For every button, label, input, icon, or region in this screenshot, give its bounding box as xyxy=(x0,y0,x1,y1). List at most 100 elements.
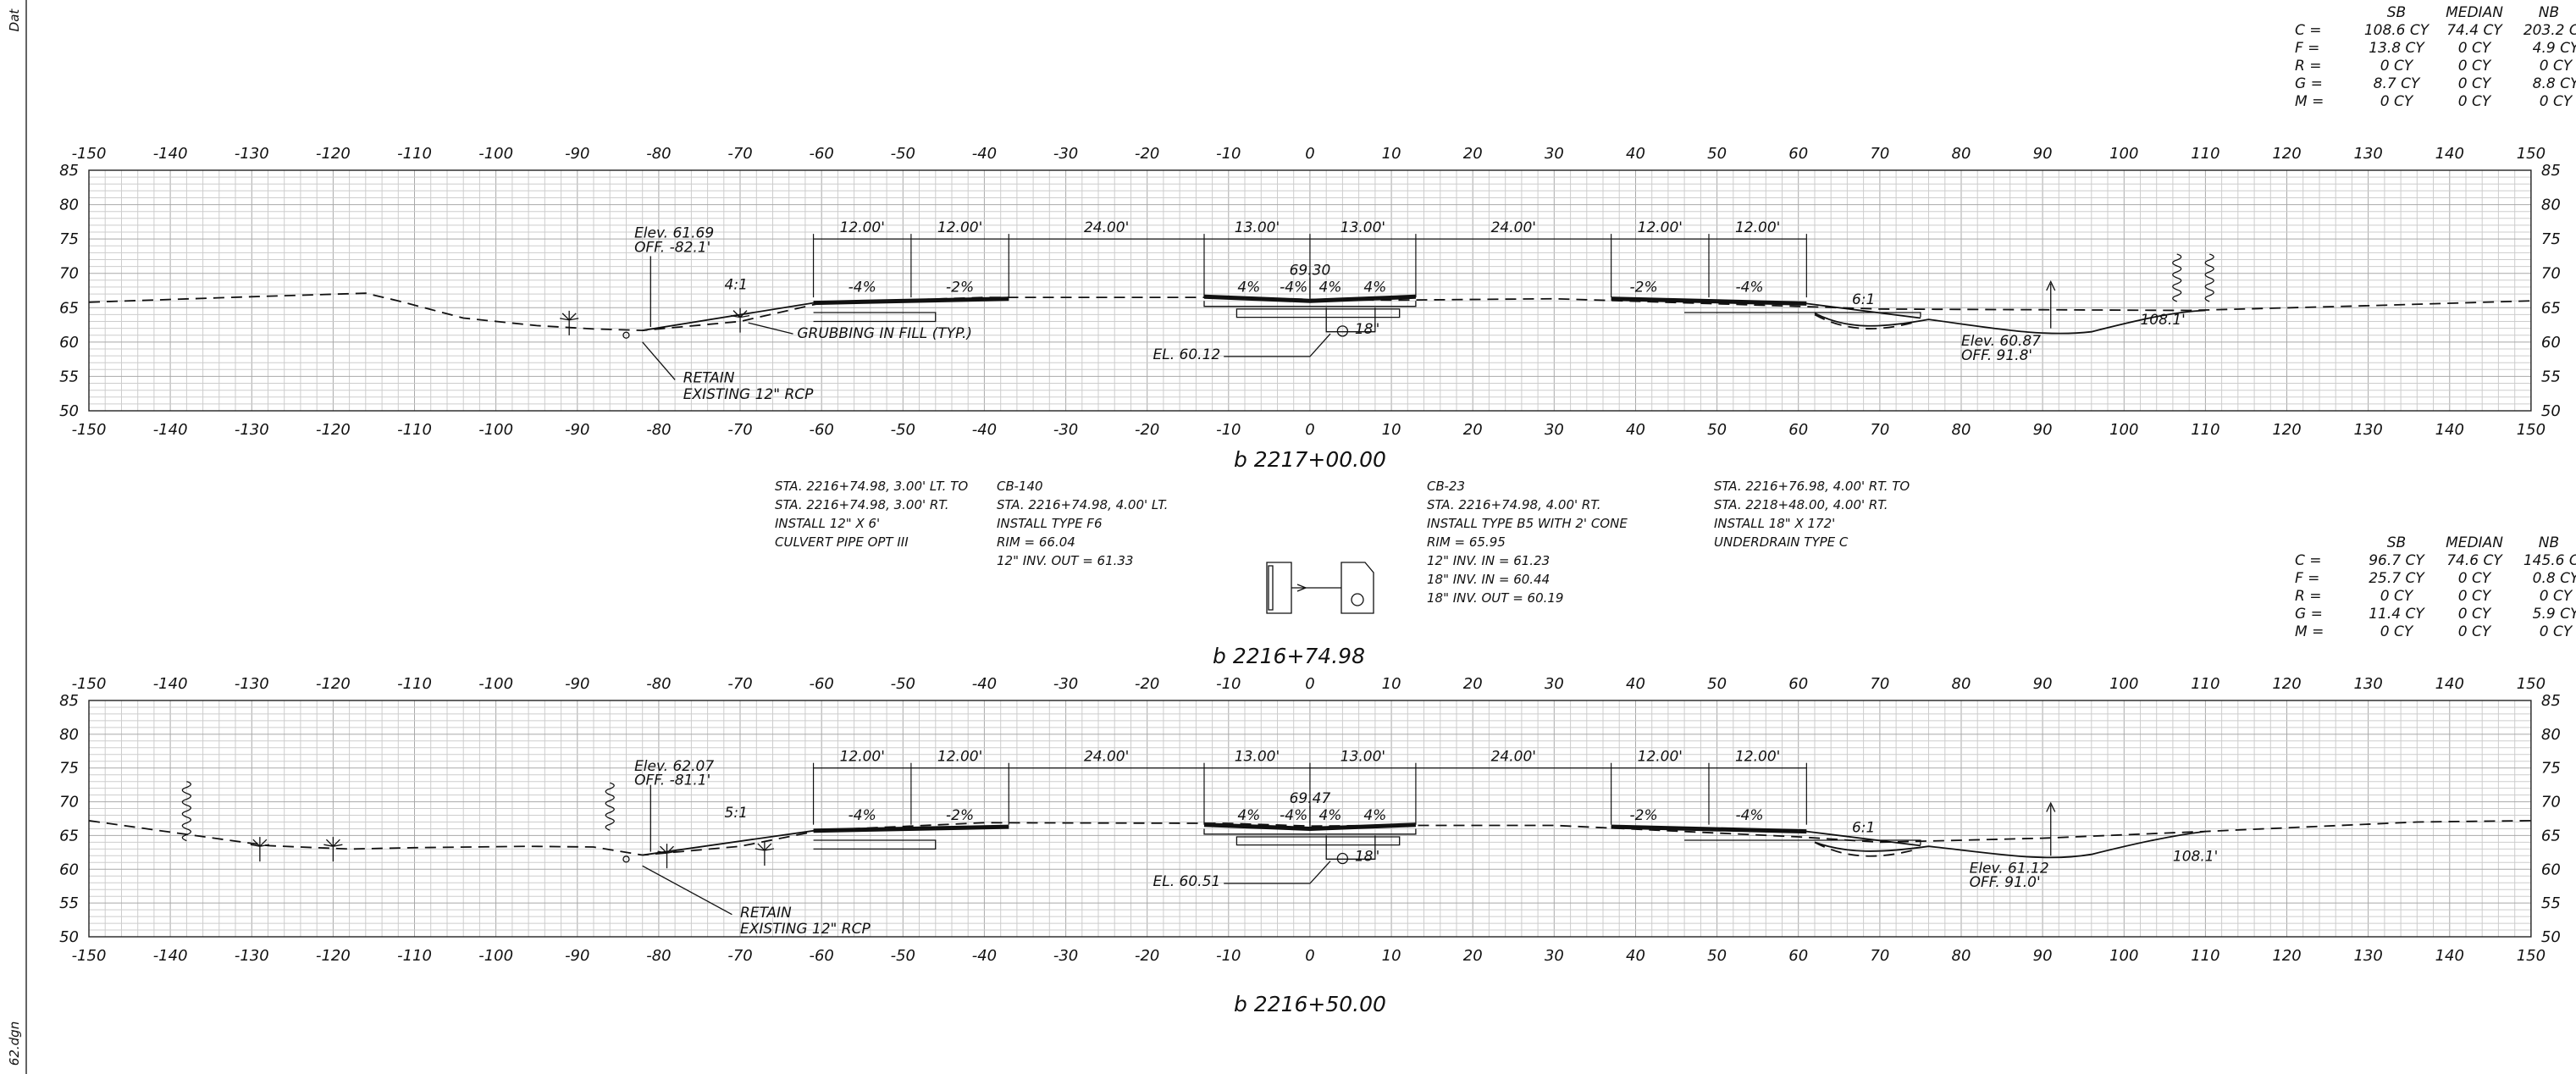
y-tick-label: 55 xyxy=(59,368,79,385)
pipe-size-label: 18" xyxy=(1355,321,1379,338)
y-tick-label: 85 xyxy=(59,692,79,710)
callout-leader xyxy=(1224,333,1331,357)
dimension-label: 12.00' xyxy=(937,219,982,236)
callout-leader xyxy=(748,322,793,335)
cross-slope-label: -4% xyxy=(849,280,876,296)
median-base xyxy=(1203,301,1417,307)
x-tick-label: -150 xyxy=(72,145,107,163)
x-tick-label: -130 xyxy=(235,145,269,163)
quantity-value: 0 CY xyxy=(2380,588,2414,605)
quantity-code: M = xyxy=(2295,93,2324,110)
y-tick-label: 75 xyxy=(59,760,79,778)
quantity-value: 5.9 CY xyxy=(2533,606,2576,623)
y-tick-label: 55 xyxy=(2541,368,2561,385)
right-existing-ditch xyxy=(1814,313,1913,329)
sb-pavement xyxy=(813,296,1009,306)
x-tick-label: 30 xyxy=(1545,421,1564,439)
y-tick-label: 50 xyxy=(59,928,79,946)
cross-slope-label: -2% xyxy=(946,807,974,824)
y-tick-label: 60 xyxy=(59,334,79,352)
shrub-symbol xyxy=(181,781,192,842)
catch-basin xyxy=(1325,307,1376,333)
offset-label: 108.1' xyxy=(2173,849,2218,866)
x-tick-label: 100 xyxy=(2109,675,2138,693)
quantity-value: 0 CY xyxy=(2380,623,2414,640)
x-tick-label: 80 xyxy=(1952,145,1971,163)
catch-basin-left xyxy=(1266,562,1292,614)
y-tick-label: 55 xyxy=(2541,894,2561,912)
x-tick-label: -100 xyxy=(478,421,513,439)
pipe-elevation-label: EL. 60.12 xyxy=(1153,346,1221,363)
x-tick-label: 20 xyxy=(1463,421,1483,439)
x-tick-label: -100 xyxy=(478,947,513,965)
y-tick-label: 50 xyxy=(2541,402,2561,420)
cross-slope-label: -4% xyxy=(1735,807,1763,824)
offset-label: 108.1' xyxy=(2140,312,2185,329)
x-tick-label: -130 xyxy=(235,421,269,439)
catch-basin-plan-detail xyxy=(1266,562,1374,614)
y-tick-label: 70 xyxy=(2541,794,2561,811)
x-tick-label: 60 xyxy=(1788,675,1808,693)
y-tick-label: 65 xyxy=(2541,827,2561,844)
dimension-label: 13.00' xyxy=(1341,749,1385,766)
quantity-value: 8.8 CY xyxy=(2533,75,2576,92)
station-title: b 2217+00.00 xyxy=(1234,447,1386,472)
arrow-head xyxy=(2046,801,2056,812)
x-tick-label: -150 xyxy=(72,947,107,965)
note-line: 18" INV. IN = 60.44 xyxy=(1427,572,1550,587)
x-tick-label: -150 xyxy=(72,675,107,693)
shrub-symbol xyxy=(2204,253,2214,302)
catch-basin-right xyxy=(1341,562,1374,614)
x-tick-label: -80 xyxy=(646,947,671,965)
shrub-symbol xyxy=(605,782,615,831)
x-tick-label: -40 xyxy=(972,145,997,163)
catch-basin-grate xyxy=(1268,565,1274,611)
x-tick-label: -100 xyxy=(478,145,513,163)
quantity-value: 0 CY xyxy=(2458,606,2492,623)
cross-slope-label: -2% xyxy=(946,280,974,296)
quantity-value: 0 CY xyxy=(2540,58,2573,75)
catch-basin xyxy=(1325,835,1376,860)
note-line: STA. 2216+74.98, 4.00' RT. xyxy=(1427,497,1600,512)
x-tick-label: 140 xyxy=(2435,675,2464,693)
quantity-value: 203.2 CY xyxy=(2523,22,2576,39)
y-tick-label: 65 xyxy=(59,827,79,844)
x-tick-label: 40 xyxy=(1626,145,1645,163)
x-tick-label: 110 xyxy=(2191,947,2219,965)
cross-section-upper: -150-150-140-140-130-130-120-120-110-110… xyxy=(59,145,2561,472)
x-tick-label: 20 xyxy=(1463,675,1483,693)
elevation-callout: Elev. 61.12 xyxy=(1970,860,2049,877)
quantity-value: 0 CY xyxy=(2540,93,2573,110)
cross-slope-label: 4% xyxy=(1237,807,1260,824)
cross-slope-label: -4% xyxy=(849,807,876,824)
x-tick-label: 40 xyxy=(1626,421,1645,439)
y-tick-label: 50 xyxy=(2541,928,2561,946)
x-tick-label: -110 xyxy=(397,145,432,163)
dimension-label: 13.00' xyxy=(1235,749,1280,766)
tree-symbol xyxy=(657,844,677,869)
cross-slope-label: 4% xyxy=(1237,280,1260,296)
median-subbase xyxy=(1235,836,1401,846)
quantity-value: 0 CY xyxy=(2540,623,2573,640)
median-base xyxy=(1203,828,1417,835)
right-ditch-profile xyxy=(1814,309,2206,335)
x-tick-label: 150 xyxy=(2517,675,2546,693)
y-tick-label: 80 xyxy=(59,197,79,214)
x-tick-label: -130 xyxy=(235,675,269,693)
centerline-elevation: 69.30 xyxy=(1290,262,1331,279)
slope-ratio-label: 5:1 xyxy=(725,805,748,822)
quantity-code: G = xyxy=(2295,606,2323,623)
right-cut-slope xyxy=(1611,297,1921,319)
tree-symbol xyxy=(755,840,774,866)
x-tick-label: 150 xyxy=(2517,145,2546,163)
x-tick-label: -50 xyxy=(891,675,915,693)
quantity-code: C = xyxy=(2295,552,2322,569)
grid-frame xyxy=(88,700,2532,938)
x-tick-label: 60 xyxy=(1788,947,1808,965)
x-tick-label: 140 xyxy=(2435,947,2464,965)
x-tick-label: 0 xyxy=(1305,947,1314,965)
note-line: STA. 2216+74.98, 3.00' RT. xyxy=(775,497,948,512)
x-tick-label: 40 xyxy=(1626,675,1645,693)
quantity-value: 0 CY xyxy=(2458,58,2492,75)
